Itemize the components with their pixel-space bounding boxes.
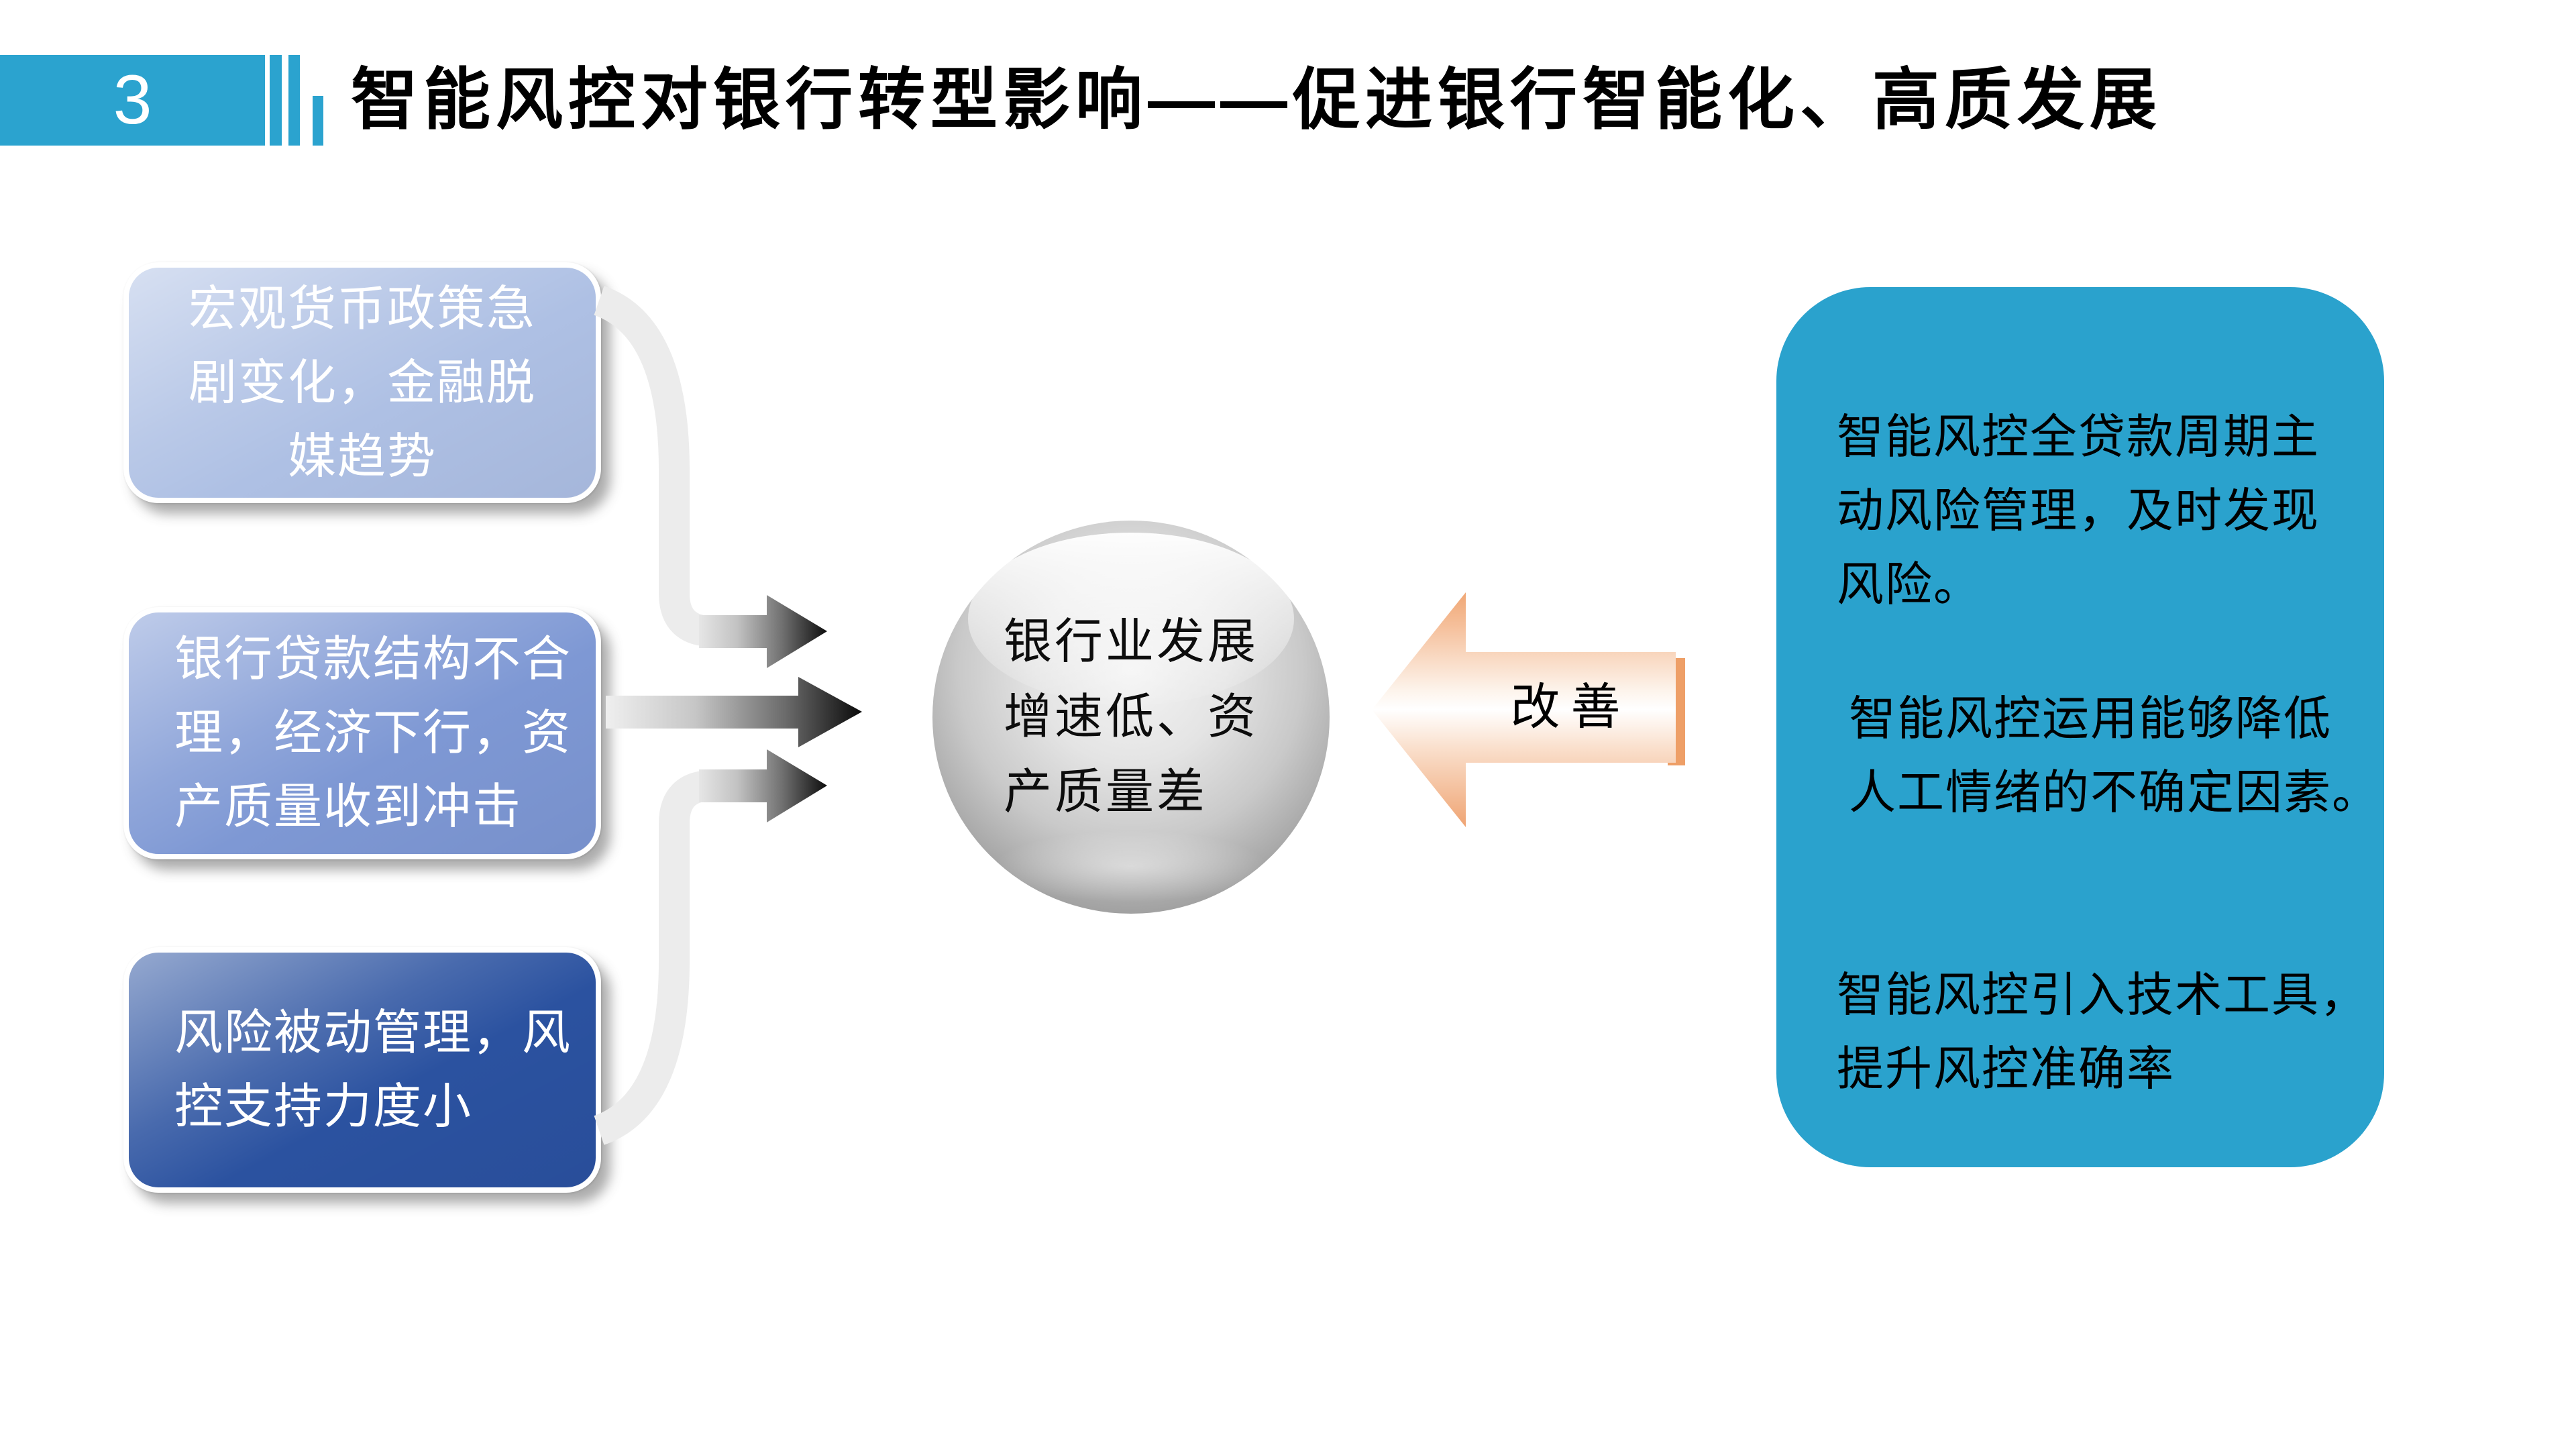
title-accent-bar-1 [270, 55, 282, 146]
arrow-middle-icon [606, 677, 862, 747]
light-pipes [593, 286, 733, 1145]
slide-title: 智能风控对银行转型影响——促进银行智能化、高质发展 [351, 62, 2162, 138]
solution-item-tech-tools: 智能风控引入技术工具， 提升风控准确率 [1837, 969, 2368, 1095]
pipe-from-cause1 [593, 286, 733, 647]
converging-arrow-icons [606, 595, 862, 822]
page-number: 3 [113, 61, 152, 139]
title-accent-bar-3 [313, 96, 323, 146]
cause-box-text: 宏观货币政策急 剧变化，金融脱 媒趋势 [188, 282, 536, 484]
cause-box-loan-structure: 银行贷款结构不合 理，经济下行，资 产质量收到冲击 [123, 607, 601, 859]
arrow-bottom-icon [699, 749, 827, 822]
cause-box-text: 风险被动管理，风 控支持力度小 [174, 1006, 572, 1134]
problem-sphere-text: 银行业发展 增速低、资 产质量差 [1003, 615, 1258, 819]
cause-box-text: 银行贷款结构不合 理，经济下行，资 产质量收到冲击 [174, 633, 572, 834]
problem-sphere: 银行业发展 增速低、资 产质量差 [932, 521, 1330, 914]
cause-box-passive-risk: 风险被动管理，风 控支持力度小 [123, 947, 601, 1193]
pipe-from-cause3 [593, 770, 733, 1145]
cause-box-macro-policy: 宏观货币政策急 剧变化，金融脱 媒趋势 [123, 262, 601, 503]
solutions-panel: 智能风控全贷款周期主 动风险管理，及时发现 风险。 智能风控运用能够降低 人工情… [1776, 287, 2384, 1167]
title-accent-bar-2 [288, 55, 300, 146]
solution-item-full-cycle: 智能风控全贷款周期主 动风险管理，及时发现 风险。 [1837, 411, 2320, 610]
improve-arrow-label: 改善 [1510, 679, 1631, 735]
page-number-badge: 3 [0, 55, 265, 146]
arrow-top-icon [699, 595, 827, 668]
solution-item-reduce-emotion: 智能风控运用能够降低 人工情绪的不确定因素。 [1849, 692, 2380, 818]
